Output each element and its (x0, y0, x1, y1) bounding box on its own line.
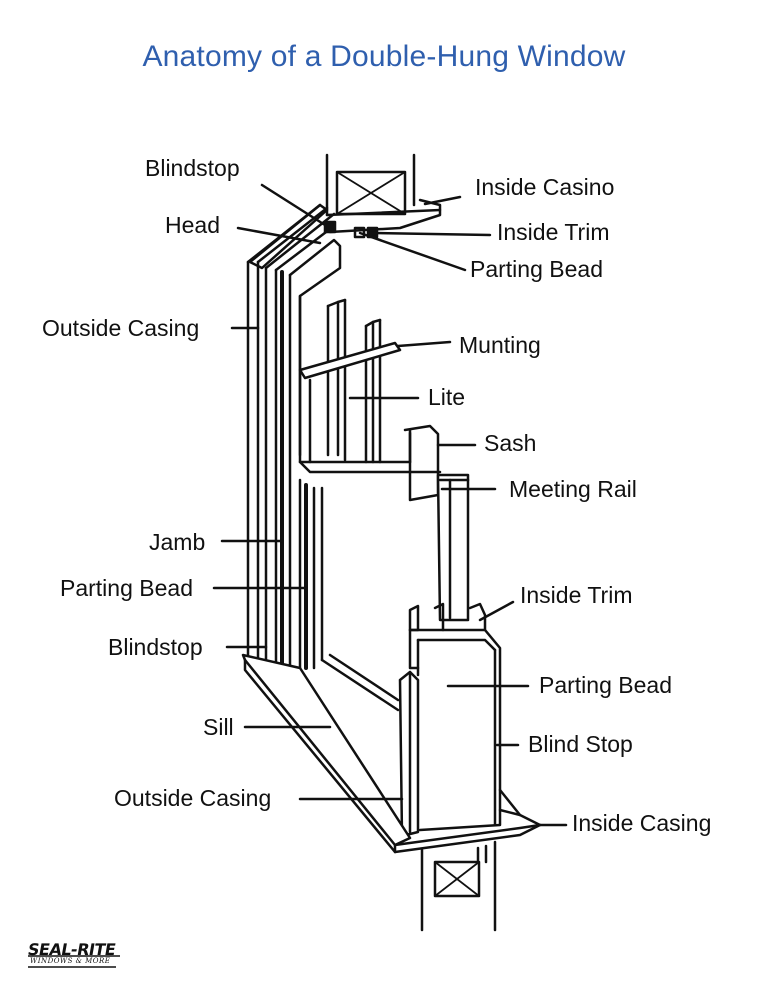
lower-frame (298, 478, 400, 712)
head-section (323, 153, 442, 239)
logo-underline (28, 955, 120, 968)
lower-sash (398, 473, 502, 838)
label-inside-trim-right: Inside Trim (520, 582, 633, 608)
label-parting-bead-right: Parting Bead (539, 672, 672, 698)
upper-sash (298, 294, 442, 502)
label-blind-stop-right: Blind Stop (528, 731, 633, 757)
label-munting: Munting (459, 332, 541, 358)
label-parting-bead-left: Parting Bead (60, 575, 193, 601)
label-jamb: Jamb (149, 529, 206, 555)
label-blindstop-left: Blindstop (108, 634, 203, 660)
label-head: Head (165, 212, 220, 238)
label-sash: Sash (484, 430, 537, 456)
label-blindstop-top: Blindstop (145, 155, 240, 181)
label-sill: Sill (203, 714, 234, 740)
label-meeting-rail: Meeting Rail (509, 476, 637, 502)
frame-left (246, 203, 342, 670)
bottom-section (420, 840, 497, 932)
sill (241, 653, 542, 854)
label-inside-trim-top: Inside Trim (497, 219, 610, 245)
label-outside-casing-top: Outside Casing (42, 315, 200, 341)
logo-tagline: WINDOWS & MORE (30, 957, 111, 965)
leader-lines (212, 183, 568, 827)
label-inside-casing-bottom: Inside Casing (572, 810, 712, 836)
seal-rite-logo: SEAL-RITE WINDOWS & MORE (26, 940, 126, 970)
label-outside-casing-bottom: Outside Casing (114, 785, 272, 811)
label-inside-casino: Inside Casino (475, 174, 615, 200)
label-parting-bead-top: Parting Bead (470, 256, 603, 282)
label-lite: Lite (428, 384, 466, 410)
diagram-title: Anatomy of a Double-Hung Window (142, 40, 626, 73)
